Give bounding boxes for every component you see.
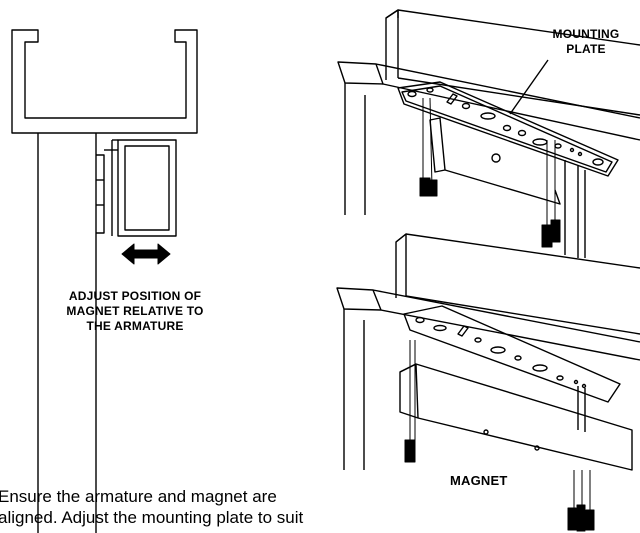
mounting-label-line2: PLATE — [566, 42, 606, 56]
adjust-label-line3: THE ARMATURE — [86, 319, 184, 333]
magnet-label: MAGNET — [450, 473, 508, 488]
screw-icon — [404, 340, 595, 532]
screw-icon — [419, 97, 561, 248]
instruction-text: Ensure the armature and magnet are align… — [0, 486, 418, 528]
instruction-line1: Ensure the armature and magnet are — [0, 487, 277, 506]
mounting-plate-diagram — [337, 9, 640, 258]
adjust-label-line1: ADJUST POSITION OF — [68, 289, 202, 303]
magnet-diagram — [336, 233, 640, 471]
adjust-position-label: ADJUST POSITION OF MAGNET RELATIVE TO TH… — [40, 289, 230, 334]
mounting-plate-label: MOUNTING PLATE — [536, 27, 636, 57]
instruction-line2: aligned. Adjust the mounting plate to su… — [0, 508, 304, 527]
side-view-detail — [11, 29, 198, 533]
double-headed-arrow-icon — [121, 243, 171, 265]
mounting-label-line1: MOUNTING — [552, 27, 620, 41]
adjust-label-line2: MAGNET RELATIVE TO — [66, 304, 204, 318]
